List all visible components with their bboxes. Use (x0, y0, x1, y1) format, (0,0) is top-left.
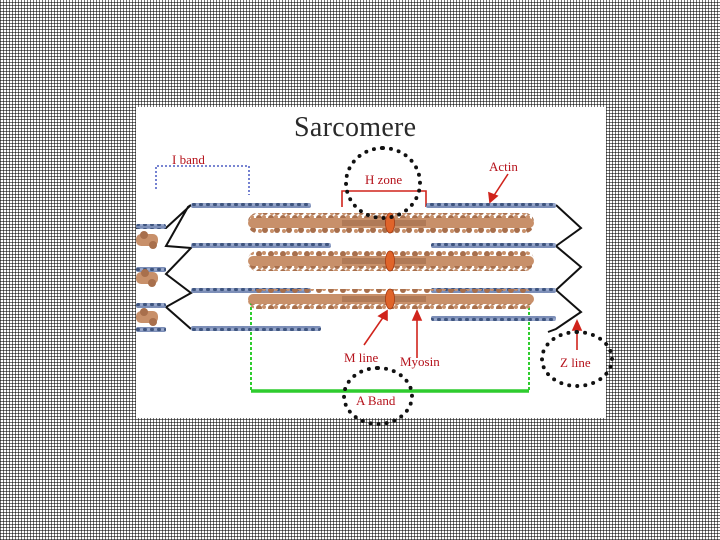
sarcomere-diagram (136, 165, 583, 393)
z-line-highlight-circle (540, 330, 614, 388)
actin-filament (431, 316, 556, 321)
slide-background: Sarcomere I band H zone Actin M line Myo… (6, 6, 712, 534)
actin-filament (136, 224, 166, 229)
actin-arrow-icon (488, 173, 509, 204)
actin-filament (191, 326, 321, 331)
actin-filament (136, 267, 166, 272)
h-zone-highlight-circle (344, 146, 422, 220)
actin-filament (136, 327, 166, 332)
m-line-arrow-icon (363, 309, 388, 346)
actin-label: Actin (489, 159, 518, 174)
actin-filament (191, 243, 331, 248)
actin-filament (191, 203, 311, 208)
i-band-label: I band (172, 152, 205, 167)
myosin-label: Myosin (400, 354, 440, 369)
edge-myosin-fragments (136, 231, 158, 326)
a-band-highlight-circle (342, 366, 414, 426)
actin-filament (431, 243, 556, 248)
z-line-right (547, 204, 583, 333)
m-line-label: M line (344, 350, 379, 365)
figure-title: Sarcomere (294, 112, 417, 143)
actin-filament (136, 303, 166, 308)
actin-filament (426, 203, 556, 208)
i-band-bracket (155, 165, 250, 195)
m-line-discs (385, 212, 395, 310)
myosin-arrow-icon (411, 309, 423, 358)
pointer-arrows (363, 173, 583, 358)
